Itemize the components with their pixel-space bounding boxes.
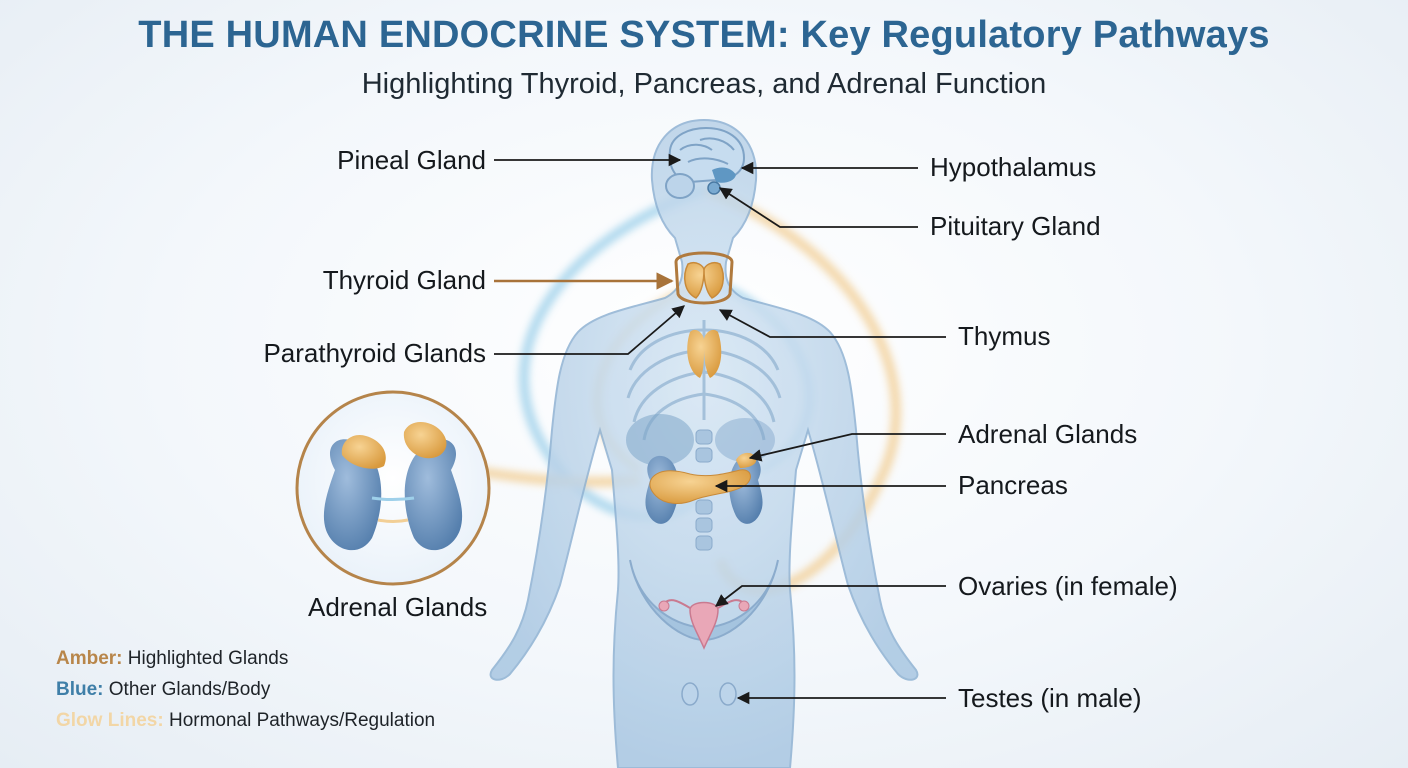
leader-lines	[494, 153, 946, 705]
label-pancreas: Pancreas	[958, 470, 1068, 500]
label-pineal-gland: Pineal Gland	[337, 145, 486, 175]
adrenal-inset	[295, 390, 491, 586]
legend-amber-text: Highlighted Glands	[127, 648, 289, 669]
page-subtitle: Highlighting Thyroid, Pancreas, and Adre…	[361, 68, 1047, 100]
highlighted-glands	[649, 251, 757, 504]
legend-glow-key: Glow Lines:	[56, 710, 164, 731]
label-inset-adrenal-glands: Adrenal Glands	[308, 592, 488, 622]
page-title: THE HUMAN ENDOCRINE SYSTEM: Key Regulato…	[138, 14, 1270, 56]
body-silhouette	[489, 118, 919, 768]
legend-amber-key: Amber:	[56, 648, 123, 669]
legend-glow-text: Hormonal Pathways/Regulation	[168, 710, 436, 731]
label-adrenal-glands: Adrenal Glands	[958, 419, 1138, 449]
legend-blue-text: Other Glands/Body	[108, 679, 271, 700]
legend-glow: Glow Lines: Hormonal Pathways/Regulation	[56, 710, 435, 732]
legend-blue: Blue: Other Glands/Body	[56, 679, 270, 701]
label-parathyroid-glands: Parathyroid Glands	[263, 338, 486, 368]
label-ovaries: Ovaries (in female)	[958, 571, 1178, 601]
label-testes: Testes (in male)	[958, 683, 1142, 713]
label-thymus: Thymus	[958, 321, 1051, 351]
legend-amber: Amber: Highlighted Glands	[56, 648, 288, 670]
label-pituitary-gland: Pituitary Gland	[930, 211, 1101, 241]
label-thyroid-gland: Thyroid Gland	[322, 265, 486, 295]
label-hypothalamus: Hypothalamus	[930, 152, 1097, 182]
legend-blue-key: Blue:	[56, 679, 104, 700]
